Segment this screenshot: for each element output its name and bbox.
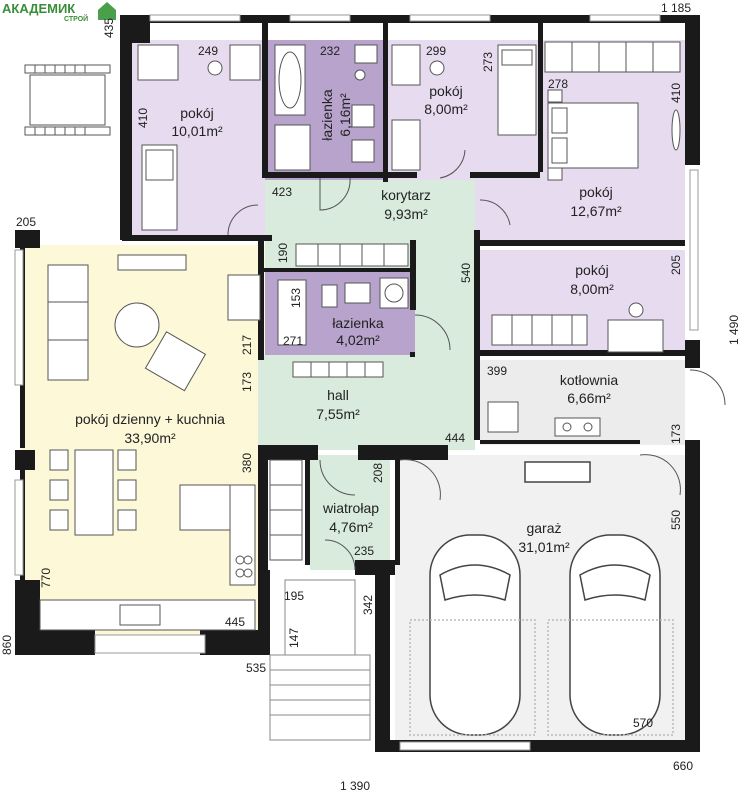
dim-444: 444 <box>445 431 465 445</box>
room-bedroom1-area: 10,01m² <box>171 123 223 139</box>
dim-total-bottom: 1 390 <box>340 779 370 793</box>
dim-660: 660 <box>673 759 693 773</box>
room-hall-area: 7,55m² <box>316 406 360 422</box>
vestibule-furniture <box>269 459 303 561</box>
room-bath1-area: 6,16m² <box>337 93 353 137</box>
dim-total-top: 1 185 <box>661 1 691 15</box>
room-bedroom1-name: pokój <box>180 105 213 121</box>
dim-410-right: 410 <box>669 83 683 103</box>
bedroom3-lower-floor <box>475 180 685 240</box>
room-bath2-name: łazienka <box>332 315 384 331</box>
dim-173-left: 173 <box>240 372 254 392</box>
corridor-right-floor <box>415 180 475 355</box>
windows <box>14 14 699 751</box>
room-bedroom2-area: 8,00m² <box>424 101 468 117</box>
dim-423: 423 <box>272 185 292 199</box>
room-corridor-area: 9,93m² <box>384 206 428 222</box>
dim-232: 232 <box>320 44 340 58</box>
dim-535: 535 <box>246 661 266 675</box>
room-living-area: 33,90m² <box>124 430 176 446</box>
bedroom3-furniture <box>544 41 681 181</box>
room-garage-area: 31,01m² <box>518 539 570 555</box>
terrace-table <box>24 64 111 136</box>
bath2-fixtures <box>277 277 409 346</box>
dim-770: 770 <box>39 568 53 588</box>
bath1-fixtures <box>274 44 378 171</box>
dim-570: 570 <box>633 716 653 730</box>
room-labels: pokój 10,01m² łazienka 6,16m² pokój 8,00… <box>75 83 622 555</box>
bedroom2-furniture <box>391 44 537 171</box>
room-vestibule-name: wiatrołap <box>322 500 379 516</box>
bedroom1-furniture <box>137 44 261 231</box>
dim-195: 195 <box>284 589 304 603</box>
dim-860: 860 <box>0 635 14 655</box>
dim-399: 399 <box>487 364 507 378</box>
room-living-name: pokój dzienny + kuchnia <box>75 411 225 427</box>
dim-435: 435 <box>102 18 116 38</box>
room-bedroom2-name: pokój <box>429 83 462 99</box>
room-bath1-name: łazienka <box>319 89 335 141</box>
room-boiler-name: kotłownia <box>560 372 619 388</box>
dim-278: 278 <box>548 77 568 91</box>
dim-147: 147 <box>287 628 301 648</box>
dim-299: 299 <box>426 44 446 58</box>
logo-subtext: СТРОЙ <box>64 14 88 23</box>
dimension-labels: 1 185 435 249 232 299 273 278 410 410 42… <box>0 1 741 793</box>
dim-205-left: 205 <box>16 215 36 229</box>
dim-249: 249 <box>198 44 218 58</box>
dim-153: 153 <box>289 288 303 308</box>
dim-173-right: 173 <box>669 424 683 444</box>
house-icon <box>98 2 116 20</box>
dim-445: 445 <box>225 615 245 629</box>
entrance-stairs <box>269 579 371 741</box>
room-boiler-area: 6,66m² <box>567 390 611 406</box>
door-swings <box>227 149 726 571</box>
living-furniture <box>39 254 261 631</box>
dim-380: 380 <box>240 453 254 473</box>
garage-cars <box>409 461 674 736</box>
dim-190: 190 <box>276 243 290 263</box>
room-bedroom4-area: 8,00m² <box>570 281 614 297</box>
logo: АКАДЕМИК СТРОЙ <box>0 0 120 23</box>
room-hall-name: hall <box>327 387 349 403</box>
room-corridor-name: korytarz <box>381 187 431 203</box>
dim-235: 235 <box>354 544 374 558</box>
room-bedroom4-name: pokój <box>575 262 608 278</box>
corridor-cabinets <box>292 243 409 378</box>
dim-271: 271 <box>283 334 303 348</box>
dim-540: 540 <box>459 263 473 283</box>
dim-217: 217 <box>240 335 254 355</box>
dim-342: 342 <box>361 595 375 615</box>
room-bath2-area: 4,02m² <box>336 332 380 348</box>
dim-205-right: 205 <box>669 255 683 275</box>
inner-walls <box>122 22 685 580</box>
dim-273: 273 <box>481 52 495 72</box>
dim-550: 550 <box>669 510 683 530</box>
room-bedroom3-area: 12,67m² <box>570 203 622 219</box>
dim-410-left: 410 <box>136 108 150 128</box>
dim-1490: 1 490 <box>727 315 741 345</box>
room-vestibule-area: 4,76m² <box>329 519 373 535</box>
bedroom4-furniture <box>491 302 664 353</box>
dim-208: 208 <box>371 463 385 483</box>
room-bedroom3-name: pokój <box>579 184 612 200</box>
room-garage-name: garaż <box>526 520 561 536</box>
logo-text: АКАДЕМИК <box>2 1 75 16</box>
boiler-fixtures <box>487 401 601 437</box>
